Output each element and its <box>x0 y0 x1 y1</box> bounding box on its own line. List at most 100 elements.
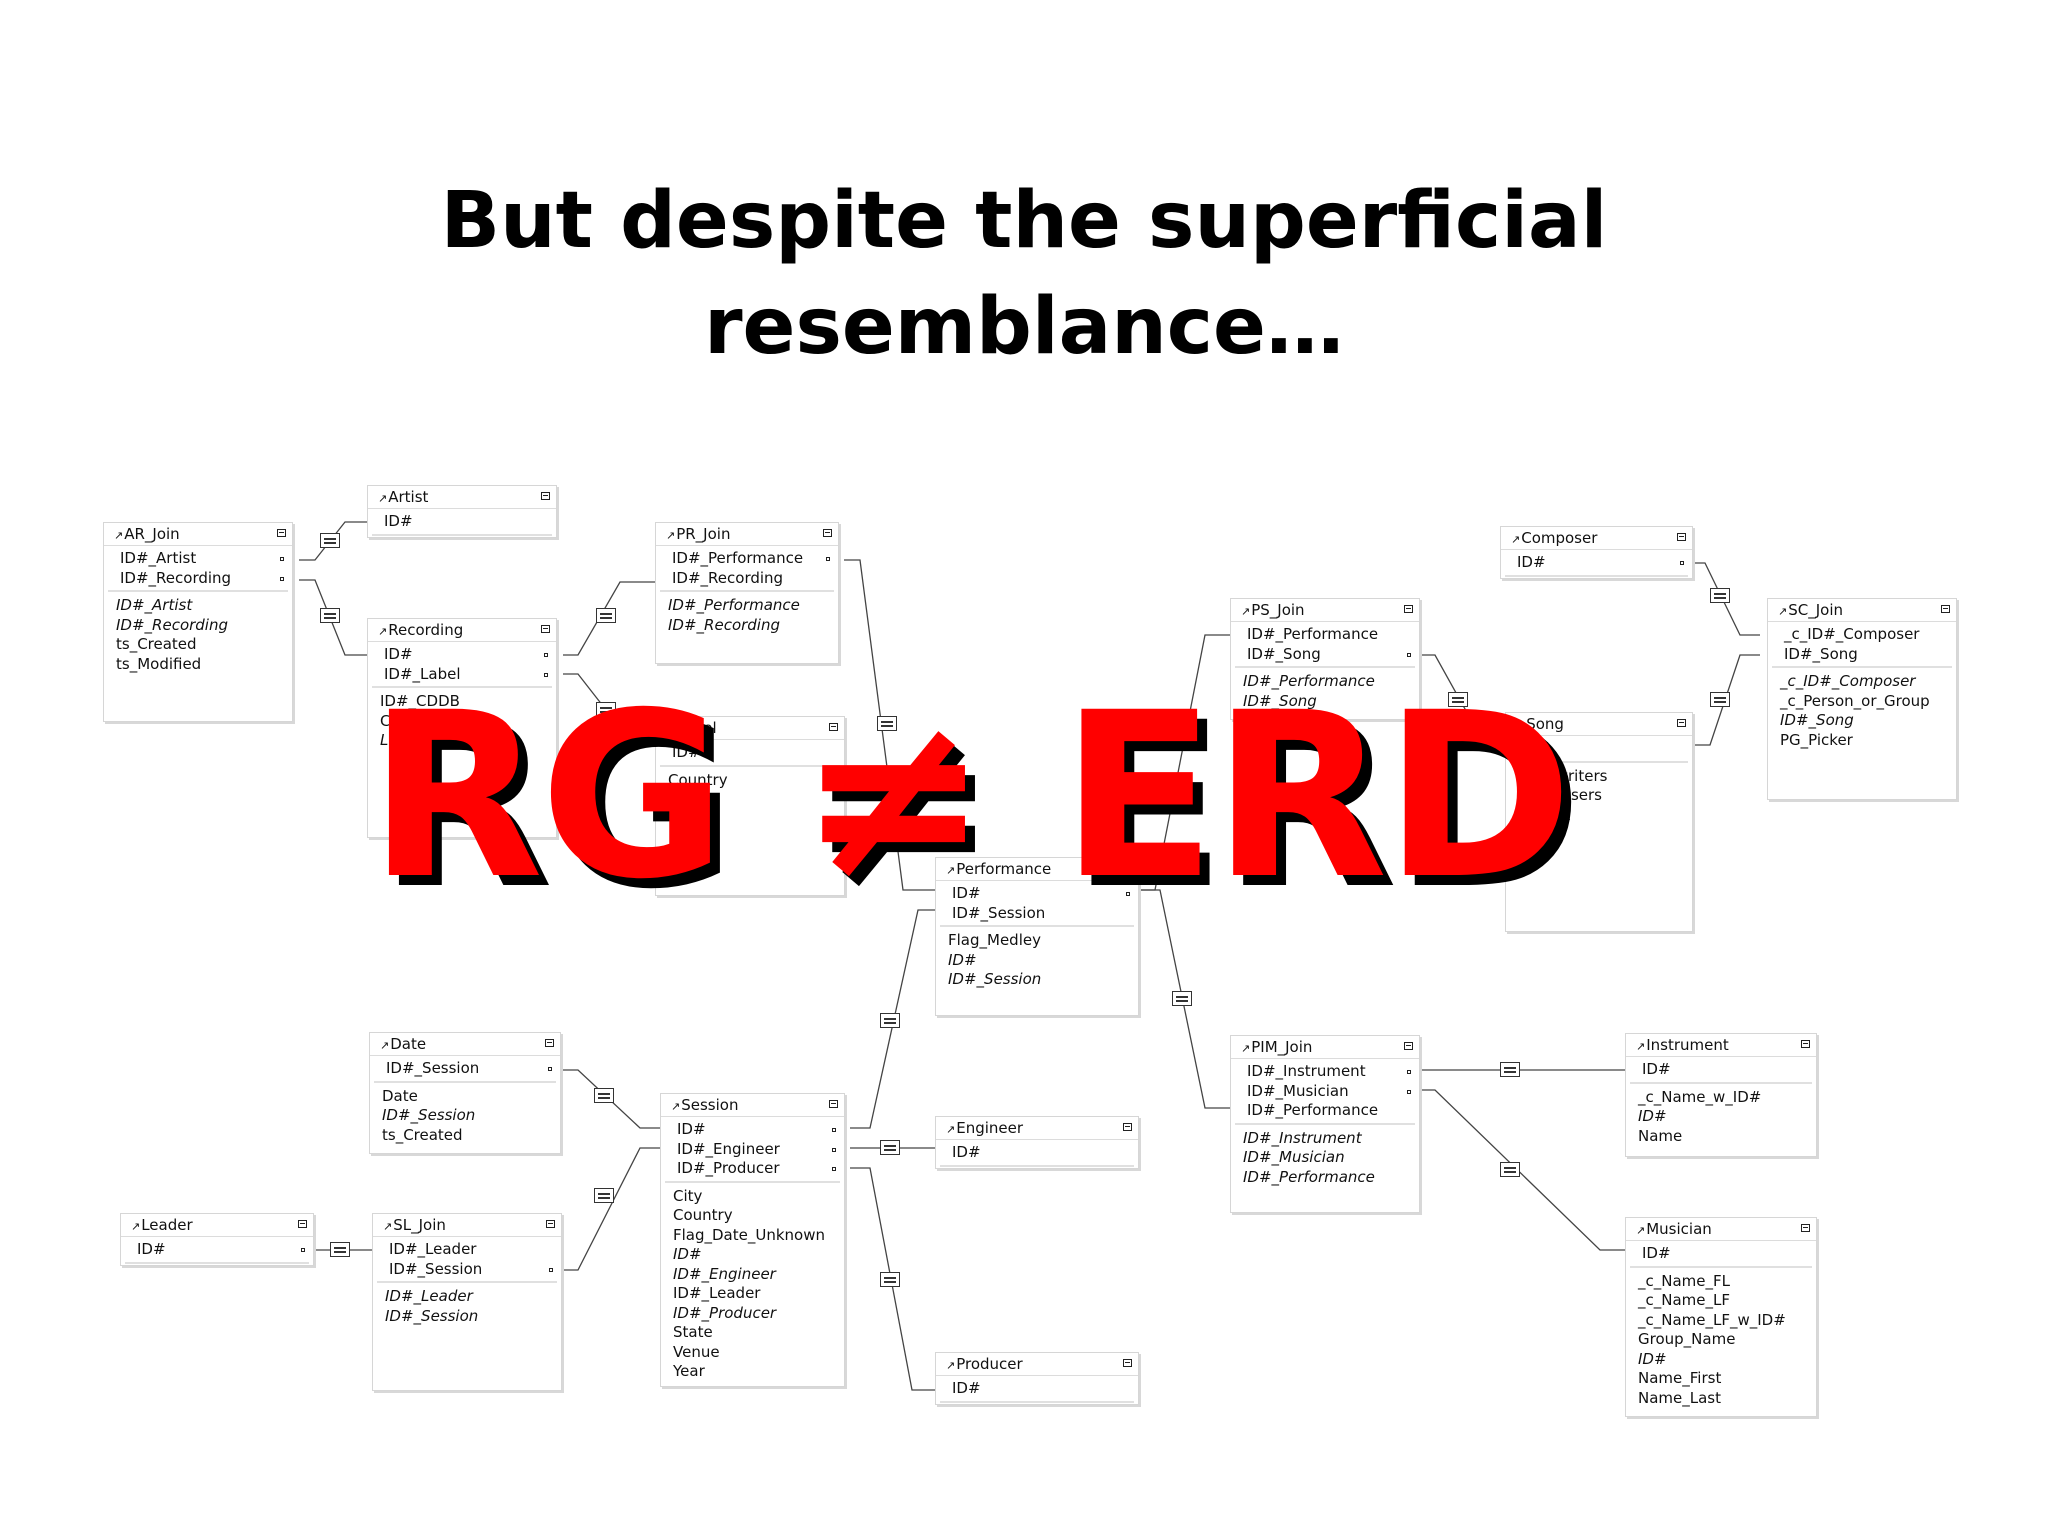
table-occurrence-instrument[interactable]: ↗Instrument ID# _c_Name_w_ID# ID# Name <box>1625 1033 1817 1157</box>
field: PG_Picker <box>1780 730 1853 749</box>
table-occurrence-label[interactable]: ↗Label ID# Country Name <box>655 716 845 896</box>
arrow-icon: ↗ <box>671 1100 681 1113</box>
arrow-icon: ↗ <box>1241 605 1251 618</box>
relationship-badge[interactable] <box>880 1272 900 1287</box>
collapse-icon[interactable] <box>1404 1042 1413 1050</box>
key-field: ID#_Song <box>1784 644 1858 663</box>
relationship-badge[interactable] <box>596 702 616 717</box>
relationship-badge[interactable] <box>1710 692 1730 707</box>
table-occurrence-pr-join[interactable]: ↗PR_Join ID#_Performance ID#_Recording I… <box>655 522 839 664</box>
relationship-badge[interactable] <box>1172 991 1192 1006</box>
relationship-badge[interactable] <box>877 716 897 731</box>
relationship-badge[interactable] <box>594 1088 614 1103</box>
collapse-icon[interactable] <box>1801 1040 1810 1048</box>
collapse-icon[interactable] <box>829 723 838 731</box>
field: ID#_Performance <box>1243 1167 1375 1186</box>
table-occurrence-date[interactable]: ↗Date ID#_Session Date ID#_Session ts_Cr… <box>369 1032 561 1154</box>
field: ts_Created <box>116 635 197 653</box>
table-occurrence-recording[interactable]: ↗Recording ID# ID#_Label ID#_CDDB CDDB L… <box>367 618 557 838</box>
arrow-icon: ↗ <box>666 723 676 736</box>
table-occurrence-composer[interactable]: ↗Composer ID# <box>1500 526 1693 579</box>
field: ID#_Leader <box>385 1287 473 1305</box>
overlay-text: RG ≠ ERD <box>368 663 1573 929</box>
collapse-icon[interactable] <box>823 529 832 537</box>
collapse-icon[interactable] <box>1123 1359 1132 1367</box>
collapse-icon[interactable] <box>1801 1224 1810 1232</box>
table-occurrence-artist[interactable]: ↗Artist ID# <box>367 485 557 538</box>
arrow-icon: ↗ <box>946 1123 956 1136</box>
connector-dot <box>280 576 284 581</box>
collapse-icon[interactable] <box>1677 719 1686 727</box>
field: Composers <box>1518 786 1602 804</box>
field: Venue <box>673 1342 720 1361</box>
table-name: Musician <box>1646 1220 1712 1238</box>
relationship-badge[interactable] <box>1500 1162 1520 1177</box>
table-occurrence-leader[interactable]: ↗Leader ID# <box>120 1213 314 1266</box>
arrow-icon: ↗ <box>131 1220 141 1233</box>
collapse-icon[interactable] <box>541 492 550 500</box>
table-occurrence-sc-join[interactable]: ↗SC_Join _c_ID#_Composer ID#_Song _c_ID#… <box>1767 598 1957 800</box>
collapse-icon[interactable] <box>1677 533 1686 541</box>
collapse-icon[interactable] <box>1404 605 1413 613</box>
connector-dot <box>1680 561 1684 565</box>
table-name: PIM_Join <box>1251 1038 1313 1056</box>
table-name: Instrument <box>1646 1036 1729 1054</box>
arrow-icon: ↗ <box>114 529 124 542</box>
field: ID#_Engineer <box>673 1264 776 1283</box>
table-occurrence-producer[interactable]: ↗Producer ID# <box>935 1352 1139 1405</box>
field: ts_Modified <box>116 654 202 673</box>
collapse-icon[interactable] <box>277 529 286 537</box>
relationship-badge[interactable] <box>880 1140 900 1155</box>
table-name: Composer <box>1521 529 1598 547</box>
collapse-icon[interactable] <box>1123 1123 1132 1131</box>
relationship-badge[interactable] <box>880 1013 900 1028</box>
connector-dot <box>549 1267 553 1272</box>
collapse-icon[interactable] <box>541 625 550 633</box>
collapse-icon[interactable] <box>829 1100 838 1108</box>
connector-dot <box>280 557 284 561</box>
key-field: ID# <box>384 512 413 530</box>
collapse-icon[interactable] <box>545 1039 554 1047</box>
field: _c_Name_LF <box>1638 1291 1730 1309</box>
relationship-badge[interactable] <box>1500 1062 1520 1077</box>
connector-dot <box>301 1248 305 1252</box>
collapse-icon[interactable] <box>546 1220 555 1228</box>
relationship-badge[interactable] <box>320 608 340 623</box>
key-field: ID#_Song <box>1235 645 1415 665</box>
arrow-icon: ↗ <box>1511 533 1521 546</box>
table-occurrence-ar-join[interactable]: ↗AR_Join ID#_Artist ID#_Recording ID#_Ar… <box>103 522 293 722</box>
arrow-icon: ↗ <box>378 492 388 505</box>
collapse-icon[interactable] <box>1941 605 1950 613</box>
key-field: ID#_Leader <box>389 1240 477 1258</box>
field: Group_Name <box>1638 1330 1736 1348</box>
relationship-badge[interactable] <box>596 608 616 623</box>
table-occurrence-ps-join[interactable]: ↗PS_Join ID#_Performance ID#_Song ID#_Pe… <box>1230 598 1420 720</box>
table-occurrence-musician[interactable]: ↗Musician ID# _c_Name_FL _c_Name_LF _c_N… <box>1625 1217 1817 1417</box>
key-field: _c_ID#_Composer <box>1784 625 1920 643</box>
rel-line-pim-musician <box>1418 1089 1625 1251</box>
table-name: Performance <box>956 860 1052 878</box>
key-field: ID#_Recording <box>672 568 784 587</box>
field: ID#_Song <box>1243 691 1317 710</box>
collapse-icon[interactable] <box>298 1220 307 1228</box>
table-occurrence-pim-join[interactable]: ↗PIM_Join ID#_Instrument ID#_Musician ID… <box>1230 1035 1420 1213</box>
field: Flag_Date_Unknown <box>673 1225 825 1244</box>
field: Instant <box>1518 805 1571 824</box>
table-occurrence-engineer[interactable]: ↗Engineer ID# <box>935 1116 1139 1169</box>
field: Name_First <box>1638 1369 1722 1387</box>
key-field: ID# <box>940 884 1134 904</box>
key-field: ID#_Session <box>377 1260 557 1280</box>
relationship-badge[interactable] <box>1448 692 1468 707</box>
table-name: PS_Join <box>1251 601 1305 619</box>
field: ts_Created <box>382 1125 463 1144</box>
relationship-badge[interactable] <box>330 1242 350 1257</box>
relationship-badge[interactable] <box>320 533 340 548</box>
table-occurrence-song[interactable]: ↗Song ID# Songwriters Composers Instant … <box>1505 712 1693 932</box>
table-occurrence-sl-join[interactable]: ↗SL_Join ID#_Leader ID#_Session ID#_Lead… <box>372 1213 562 1391</box>
collapse-icon[interactable] <box>1123 864 1132 872</box>
table-occurrence-session[interactable]: ↗Session ID# ID#_Engineer ID#_Producer C… <box>660 1093 845 1387</box>
relationship-badge[interactable] <box>594 1188 614 1203</box>
field: _c_ID#_Composer <box>1780 672 1916 690</box>
table-occurrence-performance[interactable]: ↗Performance ID# ID#_Session Flag_Medley… <box>935 857 1139 1016</box>
relationship-badge[interactable] <box>1710 588 1730 603</box>
